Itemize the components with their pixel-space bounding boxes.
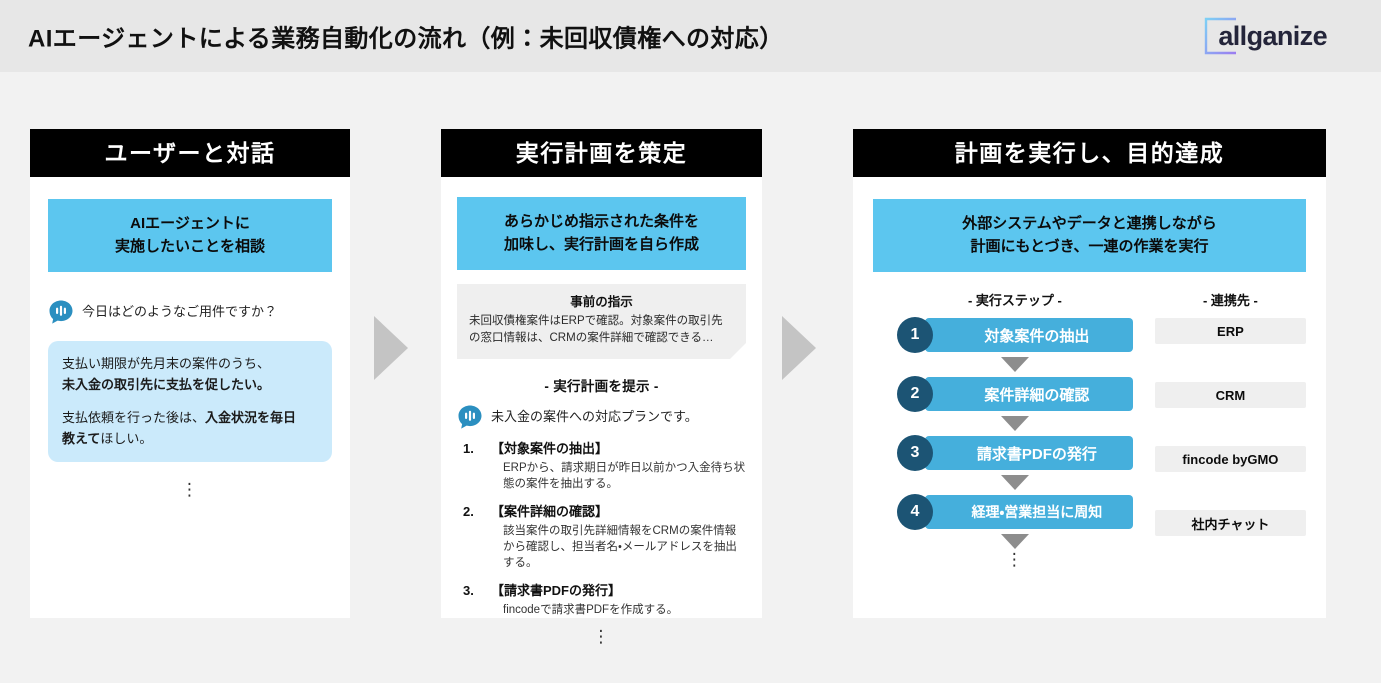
step-label: 対象案件の抽出 [925,318,1133,352]
bot-message-row: 今日はどのようなご用件ですか？ [48,299,332,325]
plan-item-number: 2. [463,503,474,519]
user-msg-line-2: 未入金の取引先に支払を促したい。 [62,377,271,393]
note-fold-corner-icon [730,343,746,360]
system-spacer [1155,472,1306,510]
brand-logo: allganize [1203,15,1328,57]
step-number-badge: 4 [897,494,933,530]
systems-column: - 連携先 - ERP CRM fincode byGMO 社内チャット [1154,290,1306,566]
panel-execute-heading: 計画を実行し、目的達成 [853,129,1326,177]
system-box: 社内チャット [1154,510,1306,536]
steps-column-heading: - 実行ステップ - [967,293,1062,308]
user-msg-line-1: 支払い期限が先月末の案件のうち、 [62,356,271,371]
system-spacer [1155,344,1306,382]
panel-execute: 計画を実行し、目的達成 外部システムやデータと連携しながら 計画にもとづき、一連… [853,129,1326,618]
panel-execute-ellipsis: ⋮ [1005,550,1024,569]
plan-item-title: 【請求書PDFの発行】 [491,582,622,598]
panel-dialogue-ellipsis: ⋮ [181,479,199,499]
system-box: CRM [1154,382,1306,408]
plan-item: 2. 【案件詳細の確認】 該当案件の取引先詳細情報をCRMの案件情報から確認し、… [457,504,746,572]
plan-bot-message-row: 未入金の案件への対応プランです。 [457,404,746,430]
plan-item-desc: ERPから、請求期日が昨日以前かつ入金待ち状態の案件を抽出する。 [503,462,746,491]
logo-wordmark: allganize [1218,20,1327,51]
step-connector-arrow-icon [1000,534,1029,549]
step-row[interactable]: 経理・営業担当に周知 4 [897,494,1133,530]
panel-plan-banner: あらかじめ指示された条件を 加味し、実行計画を自ら作成 [457,197,746,270]
plan-item-body: 【請求書PDFの発行】 fincodeで請求書PDFを作成する。 [491,583,746,618]
page-title: AIエージェントによる業務自動化の流れ（例：未回収債権への対応） [28,25,784,53]
system-box: fincode byGMO [1154,446,1306,472]
step-row[interactable]: 対象案件の抽出 1 [897,317,1133,353]
execute-columns: - 実行ステップ - 対象案件の抽出 1 案件詳細の確認 2 請求書PDFの発行… [873,290,1306,569]
step-label: 案件詳細の確認 [925,377,1133,411]
flow-arrow-2-icon [782,316,816,380]
plan-bot-message-text: 未入金の案件への対応プランです。 [491,409,698,425]
step-number-badge: 3 [897,435,933,471]
banner-line-1: あらかじめ指示された条件を [503,213,699,230]
plan-item-desc: 該当案件の取引先詳細情報をCRMの案件情報から確認し、担当者名・メールアドレスを… [503,524,737,570]
panel-dialogue: ユーザーと対話 AIエージェントに 実施したいことを相談 今日はどのようなご用件… [30,129,350,618]
banner-line-2: 加味し、実行計画を自ら作成 [503,235,699,253]
bot-message-text: 今日はどのようなご用件ですか？ [82,304,278,319]
prior-instruction-card: 事前の指示 未回収債権案件はERPで確認。対象案件の取引先の窓口情報は、CRMの… [457,284,746,360]
step-row[interactable]: 請求書PDFの発行 3 [897,435,1133,471]
logo-bracket-icon [1203,17,1239,55]
step-connector-arrow-icon [1000,475,1029,490]
plan-list: 1. 【対象案件の抽出】 ERPから、請求期日が昨日以前かつ入金待ち状態の案件を… [457,441,746,618]
user-msg-line-3a: 支払依頼を行った後は、 [62,409,206,425]
banner-line-1: 外部システムやデータと連携しながら [962,215,1217,232]
systems-column-heading: - 連携先 - [1202,293,1258,308]
system-spacer [1155,408,1306,446]
panel-execute-banner: 外部システムやデータと連携しながら 計画にもとづき、一連の作業を実行 [873,199,1306,272]
plan-item: 3. 【請求書PDFの発行】 fincodeで請求書PDFを作成する。 [457,583,746,618]
step-number-badge: 1 [897,317,933,353]
flow-arrow-1-icon [374,316,408,380]
banner-line-1: AIエージェントに [130,215,250,232]
system-box: ERP [1154,318,1306,344]
plan-item-body: 【案件詳細の確認】 該当案件の取引先詳細情報をCRMの案件情報から確認し、担当者… [491,504,746,572]
panel-plan-heading: 実行計画を策定 [441,129,762,177]
plan-item-title: 【案件詳細の確認】 [491,503,609,519]
user-msg-line-4b: ほしい。 [100,431,153,447]
panel-dialogue-banner: AIエージェントに 実施したいことを相談 [48,199,332,272]
banner-line-2: 実施したいことを相談 [114,237,265,255]
chat-bubble-icon [48,299,74,325]
user-msg-line-4: 教えてほしい。 [62,428,318,449]
prior-instruction-title: 事前の指示 [570,295,633,309]
plan-item-title: 【対象案件の抽出】 [491,441,609,457]
page-header: AIエージェントによる業務自動化の流れ（例：未回収債権への対応） allgani… [0,0,1381,72]
panel-plan-ellipsis: ⋮ [592,626,611,646]
banner-line-2: 計画にもとづき、一連の作業を実行 [970,237,1209,255]
step-connector-arrow-icon [1000,416,1029,431]
step-label: 請求書PDFの発行 [925,436,1133,470]
step-label: 経理・営業担当に周知 [925,495,1133,529]
user-msg-line-4a: 教えて [62,431,101,447]
panel-plan: 実行計画を策定 あらかじめ指示された条件を 加味し、実行計画を自ら作成 事前の指… [441,129,762,645]
plan-section-label: - 実行計画を提示 - [544,379,659,395]
steps-column: - 実行ステップ - 対象案件の抽出 1 案件詳細の確認 2 請求書PDFの発行… [897,290,1133,569]
plan-item-number: 1. [463,441,474,457]
user-message-bubble: 支払い期限が先月末の案件のうち、 未入金の取引先に支払を促したい。 支払依頼を行… [48,341,332,462]
user-msg-gap [62,396,318,407]
plan-item-body: 【対象案件の抽出】 ERPから、請求期日が昨日以前かつ入金待ち状態の案件を抽出す… [491,441,746,493]
step-number-badge: 2 [897,376,933,412]
user-msg-line-3b: 入金状況を毎日 [205,409,297,425]
plan-item: 1. 【対象案件の抽出】 ERPから、請求期日が昨日以前かつ入金待ち状態の案件を… [457,441,746,493]
prior-instruction-body: 未回収債権案件はERPで確認。対象案件の取引先の窓口情報は、CRMの案件詳細で確… [469,314,723,344]
user-msg-line-3: 支払依頼を行った後は、入金状況を毎日 [62,407,318,428]
step-connector-arrow-icon [1000,357,1029,372]
plan-item-desc: fincodeで請求書PDFを作成する。 [503,603,679,616]
chat-bubble-icon [457,404,483,430]
plan-item-number: 3. [463,582,474,598]
panel-dialogue-heading: ユーザーと対話 [30,129,350,177]
step-row[interactable]: 案件詳細の確認 2 [897,376,1133,412]
